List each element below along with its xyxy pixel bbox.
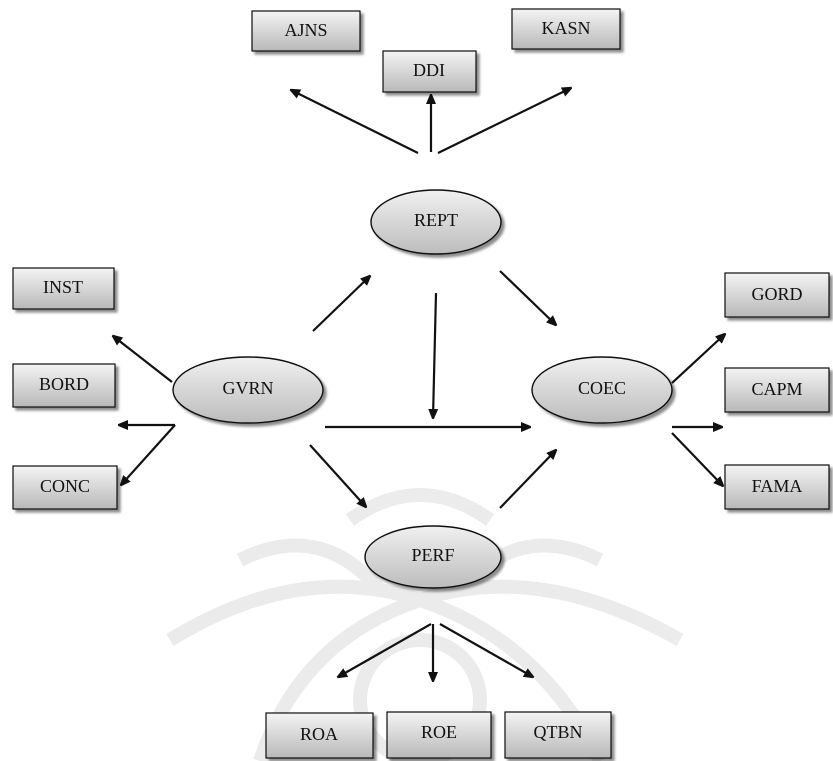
arrow-coec-to-gord <box>671 334 725 384</box>
arrow-gvrn-to-inst <box>113 336 173 383</box>
node-fama: FAMA <box>724 464 830 510</box>
node-qtbn: QTBN <box>504 711 612 759</box>
node-gord-label: GORD <box>751 284 802 304</box>
node-capm: CAPM <box>724 367 830 413</box>
node-inst-label: INST <box>43 277 83 297</box>
watermark-logo <box>166 488 684 761</box>
node-gvrn-label: GVRN <box>222 378 273 398</box>
node-perf-label: PERF <box>411 545 454 565</box>
node-kasn: KASN <box>511 8 621 50</box>
node-ddi-label: DDI <box>413 60 445 80</box>
ellipses-layer: REPT GVRN COEC PERF <box>172 189 673 589</box>
edges-layer <box>113 88 725 681</box>
arrow-rept-down <box>433 292 436 418</box>
node-roa-label: ROA <box>300 724 338 744</box>
node-rept: REPT <box>370 189 502 255</box>
node-roe: ROE <box>386 711 492 759</box>
arrow-gvrn-to-conc <box>121 424 176 485</box>
node-fama-label: FAMA <box>752 476 803 496</box>
arrow-perf-to-roa <box>338 623 432 677</box>
node-coec-label: COEC <box>578 378 626 398</box>
node-rept-label: REPT <box>414 210 458 230</box>
node-bord-label: BORD <box>39 374 89 394</box>
arrow-gvrn-to-rept <box>312 276 370 332</box>
node-coec: COEC <box>531 356 673 424</box>
arrow-coec-to-fama <box>671 432 723 486</box>
arrow-perf-to-coec <box>499 450 556 509</box>
node-qtbn-label: QTBN <box>534 722 583 742</box>
node-ajns: AJNS <box>251 10 361 52</box>
node-gvrn: GVRN <box>172 356 324 424</box>
arrow-rept-to-ajns <box>291 90 419 154</box>
node-gord: GORD <box>724 272 830 318</box>
node-bord: BORD <box>12 363 116 408</box>
node-conc: CONC <box>12 465 118 510</box>
node-roe-label: ROE <box>421 722 457 742</box>
arrow-gvrn-to-perf <box>309 444 366 507</box>
node-kasn-label: KASN <box>541 18 590 38</box>
node-ajns-label: AJNS <box>284 20 327 40</box>
arrow-rept-to-kasn <box>437 88 571 154</box>
boxes-layer: AJNS DDI KASN INST BORD CONC GORD CAP <box>12 8 830 759</box>
node-ddi: DDI <box>382 50 477 93</box>
node-conc-label: CONC <box>40 476 90 496</box>
node-roa: ROA <box>265 712 374 759</box>
node-capm-label: CAPM <box>751 379 802 399</box>
arrow-rept-to-coec <box>499 270 556 325</box>
node-inst: INST <box>12 267 115 310</box>
arrow-perf-to-qtbn <box>439 623 533 677</box>
node-perf: PERF <box>364 525 502 589</box>
